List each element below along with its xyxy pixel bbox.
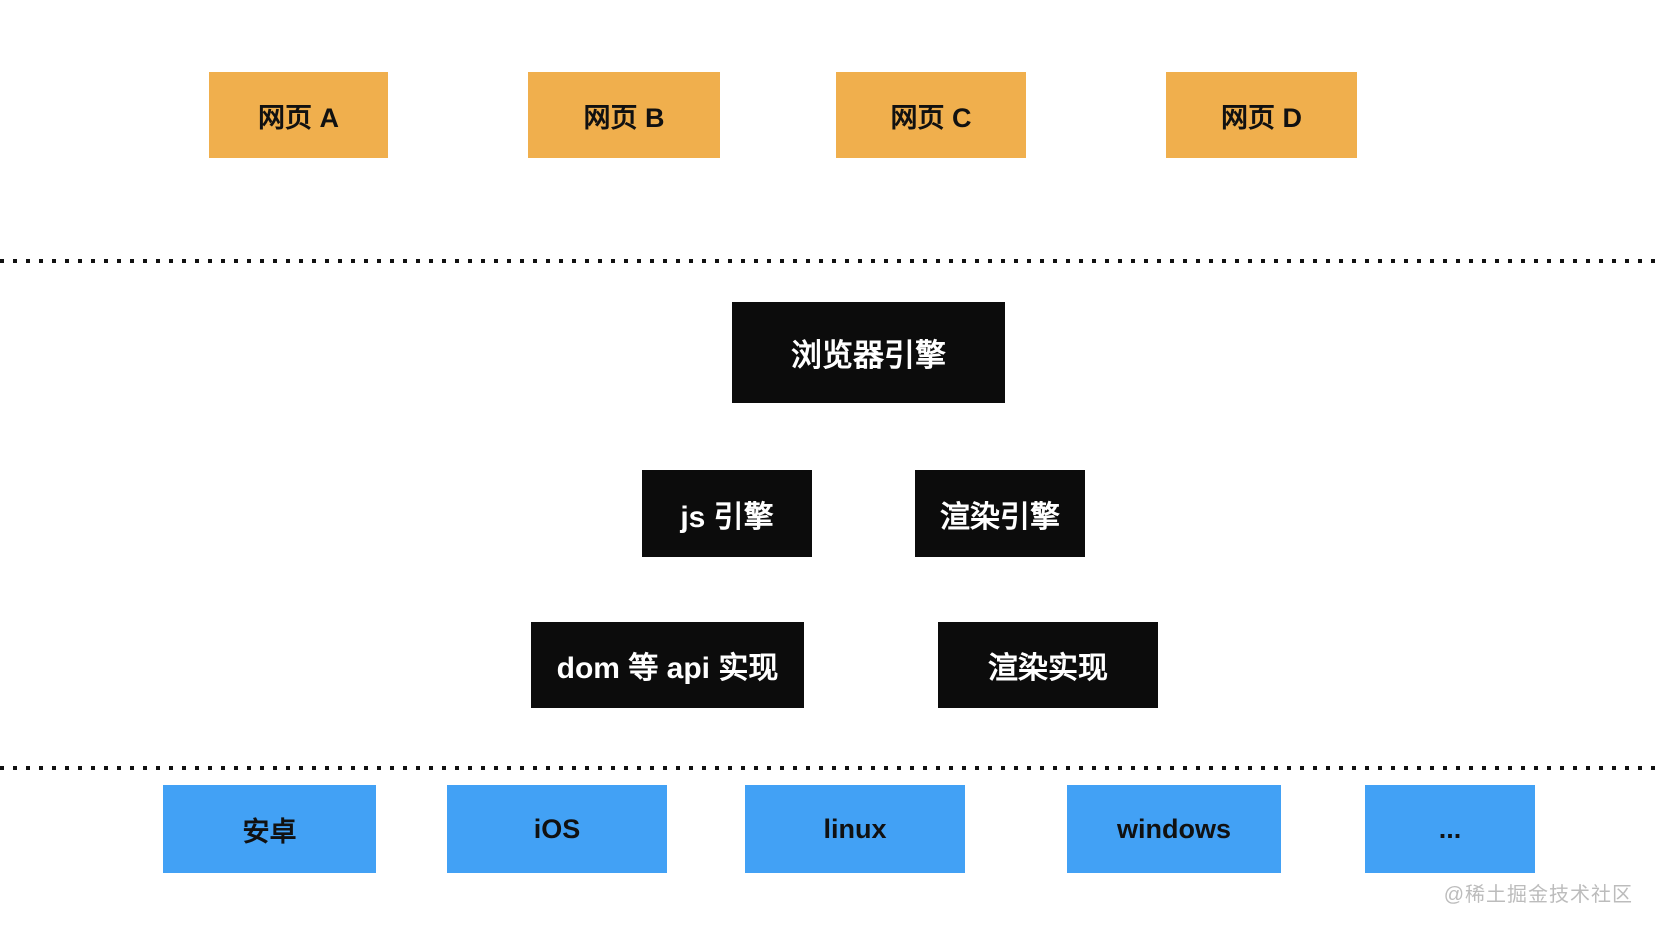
dom-api-impl-box: dom 等 api 实现 (531, 622, 804, 708)
os-linux-box: linux (745, 785, 965, 873)
os-more-box: ... (1365, 785, 1535, 873)
browser-engine-box: 浏览器引擎 (732, 302, 1005, 403)
lower-dotted-separator (0, 766, 1656, 770)
render-impl-box: 渲染实现 (938, 622, 1158, 708)
watermark-text: @稀土掘金技术社区 (1443, 884, 1633, 906)
os-android-box: 安卓 (163, 785, 376, 873)
js-engine-box: js 引擎 (642, 470, 812, 557)
upper-dotted-separator (0, 259, 1656, 263)
webpage-a-box: 网页 A (209, 72, 388, 158)
webpage-d-box: 网页 D (1166, 72, 1357, 158)
os-ios-box: iOS (447, 785, 667, 873)
render-engine-box: 渲染引擎 (915, 470, 1085, 557)
webpage-b-box: 网页 B (528, 72, 720, 158)
os-windows-box: windows (1067, 785, 1281, 873)
webpage-c-box: 网页 C (836, 72, 1026, 158)
